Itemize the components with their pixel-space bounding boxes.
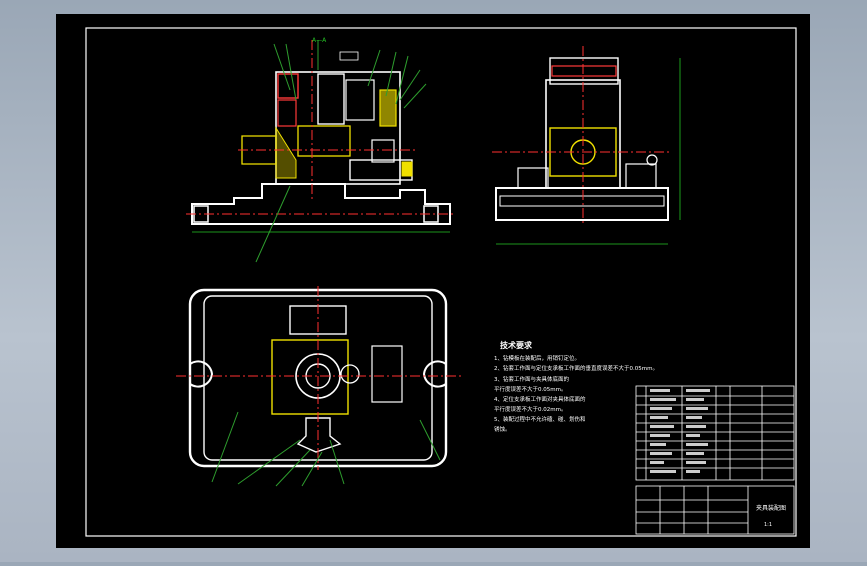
requirement-line: 3、钻套工作面与夹具体底面的 — [494, 375, 570, 383]
front-clamp-part — [379, 89, 397, 127]
requirement-line: 锈蚀。 — [494, 425, 511, 433]
front-drill-plate — [345, 79, 375, 121]
front-hatch-a — [277, 73, 299, 99]
drawing-frame — [85, 27, 797, 537]
technical-requirements: 技术要求 1、钻模板在装配后，用销钉定位。 2、钻套工作面与定位支承板工作面的垂… — [494, 340, 658, 433]
front-hatch-b — [277, 99, 297, 127]
title-block — [635, 485, 795, 535]
top-pin — [340, 364, 360, 384]
side-clamp-left — [517, 167, 549, 189]
drawing-scale: 1:1 — [764, 522, 772, 528]
top-slot-left — [189, 360, 214, 388]
front-tolerance-box — [339, 51, 359, 61]
front-bushing — [317, 73, 345, 125]
top-handle — [296, 417, 342, 453]
top-leaders — [211, 411, 441, 487]
bom-frame — [635, 385, 795, 481]
front-support-post — [371, 139, 395, 163]
requirement-line: 2、钻套工作面与定位支承板工作面的垂直度误差不大于0.05mm。 — [494, 364, 658, 372]
front-base-outline — [191, 183, 451, 225]
drawing-title: 夹具装配图 — [756, 504, 786, 512]
front-locator — [297, 125, 351, 157]
requirement-line: 平行度误差不大于0.05mm。 — [494, 385, 566, 393]
top-locator — [271, 339, 349, 415]
requirement-line: 1、钻模板在装配后，用销钉定位。 — [494, 354, 580, 362]
requirement-line: 4、定位支承板工作面对夹具体底面的 — [494, 395, 586, 403]
side-top-plate — [549, 57, 619, 85]
requirements-heading: 技术要求 — [500, 340, 533, 350]
bill-of-materials — [635, 385, 795, 481]
side-view — [492, 46, 681, 245]
requirement-line: 5、装配过程中不允许磕、碰、划伤和 — [494, 415, 586, 423]
front-leaders — [255, 40, 427, 263]
section-label: A—A — [312, 37, 327, 44]
top-view — [176, 286, 462, 487]
top-slot-right — [422, 360, 447, 388]
side-base-slot — [499, 195, 665, 207]
title-block-frame — [635, 485, 795, 535]
front-knob — [401, 161, 413, 177]
front-wedge — [275, 126, 297, 179]
front-view: A—A — [186, 37, 456, 263]
side-top-hatch — [551, 65, 617, 77]
side-clamp-right — [625, 163, 657, 189]
bom-cell-marks — [650, 389, 710, 473]
top-screw-housing — [371, 345, 403, 403]
requirement-line: 平行度误差不大于0.02mm。 — [494, 405, 566, 413]
side-knob — [646, 154, 658, 166]
side-column — [545, 79, 621, 189]
